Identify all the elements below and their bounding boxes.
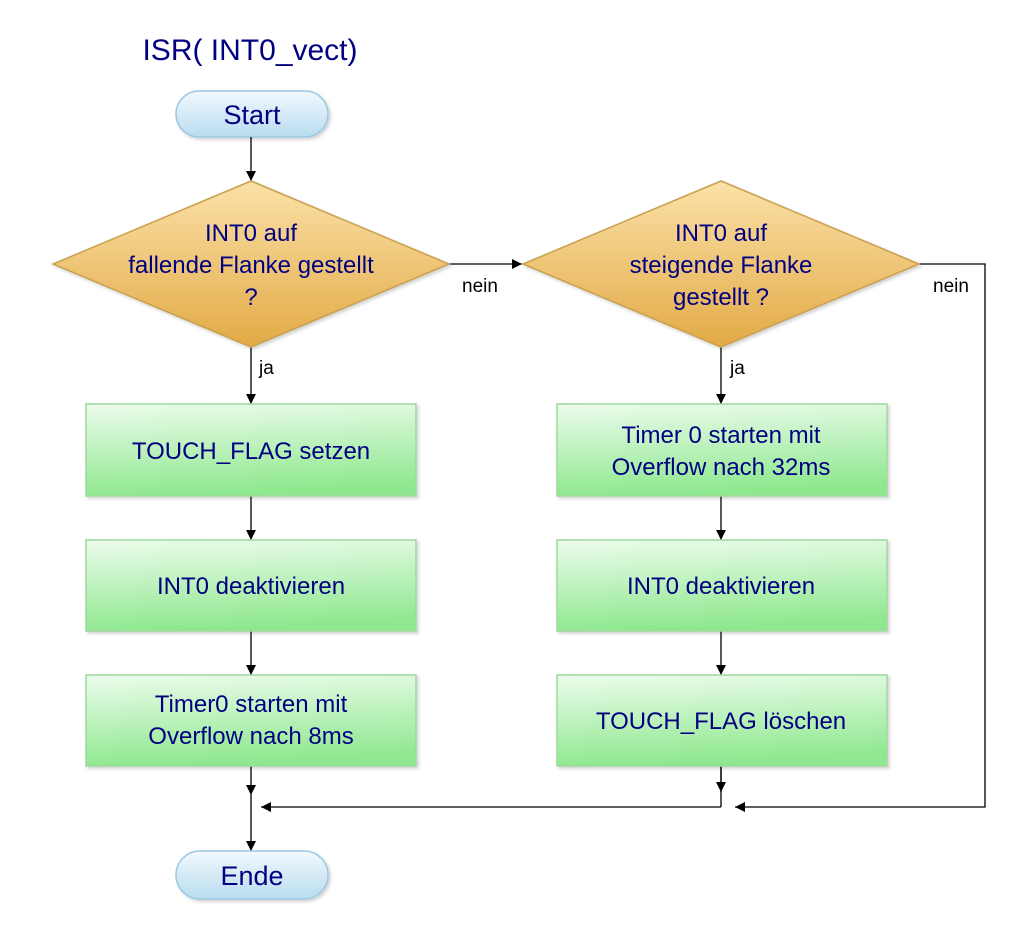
process-timer0-start-8ms-line-1: Timer0 starten mit [155,691,348,718]
edge-label-decision-1-no: nein [462,276,498,297]
decision-falling-edge: INT0 auf fallende Flanke gestellt ? [51,180,451,348]
process-timer0-start-32ms-line-2: Overflow nach 32ms [612,454,831,481]
start-terminal-shape [175,90,329,138]
process-timer0-start-8ms-line-2: Overflow nach 8ms [148,723,353,750]
process-touch-flag-set: TOUCH_FLAG setzen [85,403,417,497]
start-label: Start [223,100,281,130]
process-touch-flag-set-label: TOUCH_FLAG setzen [132,438,370,465]
start-terminal: Start [175,90,329,138]
connectors [246,137,986,851]
process-int0-disable-left-label: INT0 deaktivieren [157,573,345,600]
decision-falling-edge-shape [51,180,451,348]
decision-rising-edge: INT0 auf steigende Flanke gestellt ? [521,180,921,348]
decision-rising-edge-shape [521,180,921,348]
process-int0-disable-right-label: INT0 deaktivieren [627,573,815,600]
edge-label-decision-1-yes: ja [258,358,274,379]
decision-rising-edge-line-3: gestellt ? [673,284,769,311]
process-int0-disable-left-shape [85,539,417,632]
process-timer0-start-8ms: Timer0 starten mit Overflow nach 8ms [85,674,417,767]
process-touch-flag-clear-shape [556,674,888,767]
process-int0-disable-right-shape [556,539,888,632]
end-label: Ende [220,861,283,891]
connector-decision-2-no [735,263,986,812]
process-timer0-start-32ms-line-1: Timer 0 starten mit [621,422,820,449]
edge-label-decision-2-yes: ja [729,358,745,379]
decision-rising-edge-line-2: steigende Flanke [630,252,813,279]
process-timer0-start-32ms-shape [556,403,888,497]
process-int0-disable-left: INT0 deaktivieren [85,539,417,632]
end-terminal: Ende [175,850,329,900]
process-touch-flag-clear: TOUCH_FLAG löschen [556,674,888,767]
decision-falling-edge-line-2: fallende Flanke gestellt [128,252,374,279]
process-timer0-start-32ms: Timer 0 starten mit Overflow nach 32ms [556,403,888,497]
decision-rising-edge-line-1: INT0 auf [675,220,767,247]
decision-falling-edge-line-3: ? [244,284,257,311]
process-int0-disable-right: INT0 deaktivieren [556,539,888,632]
diagram-title: ISR( INT0_vect) [142,34,357,67]
process-timer0-start-8ms-shape [85,674,417,767]
edge-label-decision-2-no: nein [933,276,969,297]
process-touch-flag-clear-label: TOUCH_FLAG löschen [596,708,846,735]
end-terminal-shape [175,850,329,900]
decision-falling-edge-line-1: INT0 auf [205,220,297,247]
process-touch-flag-set-shape [85,403,417,497]
